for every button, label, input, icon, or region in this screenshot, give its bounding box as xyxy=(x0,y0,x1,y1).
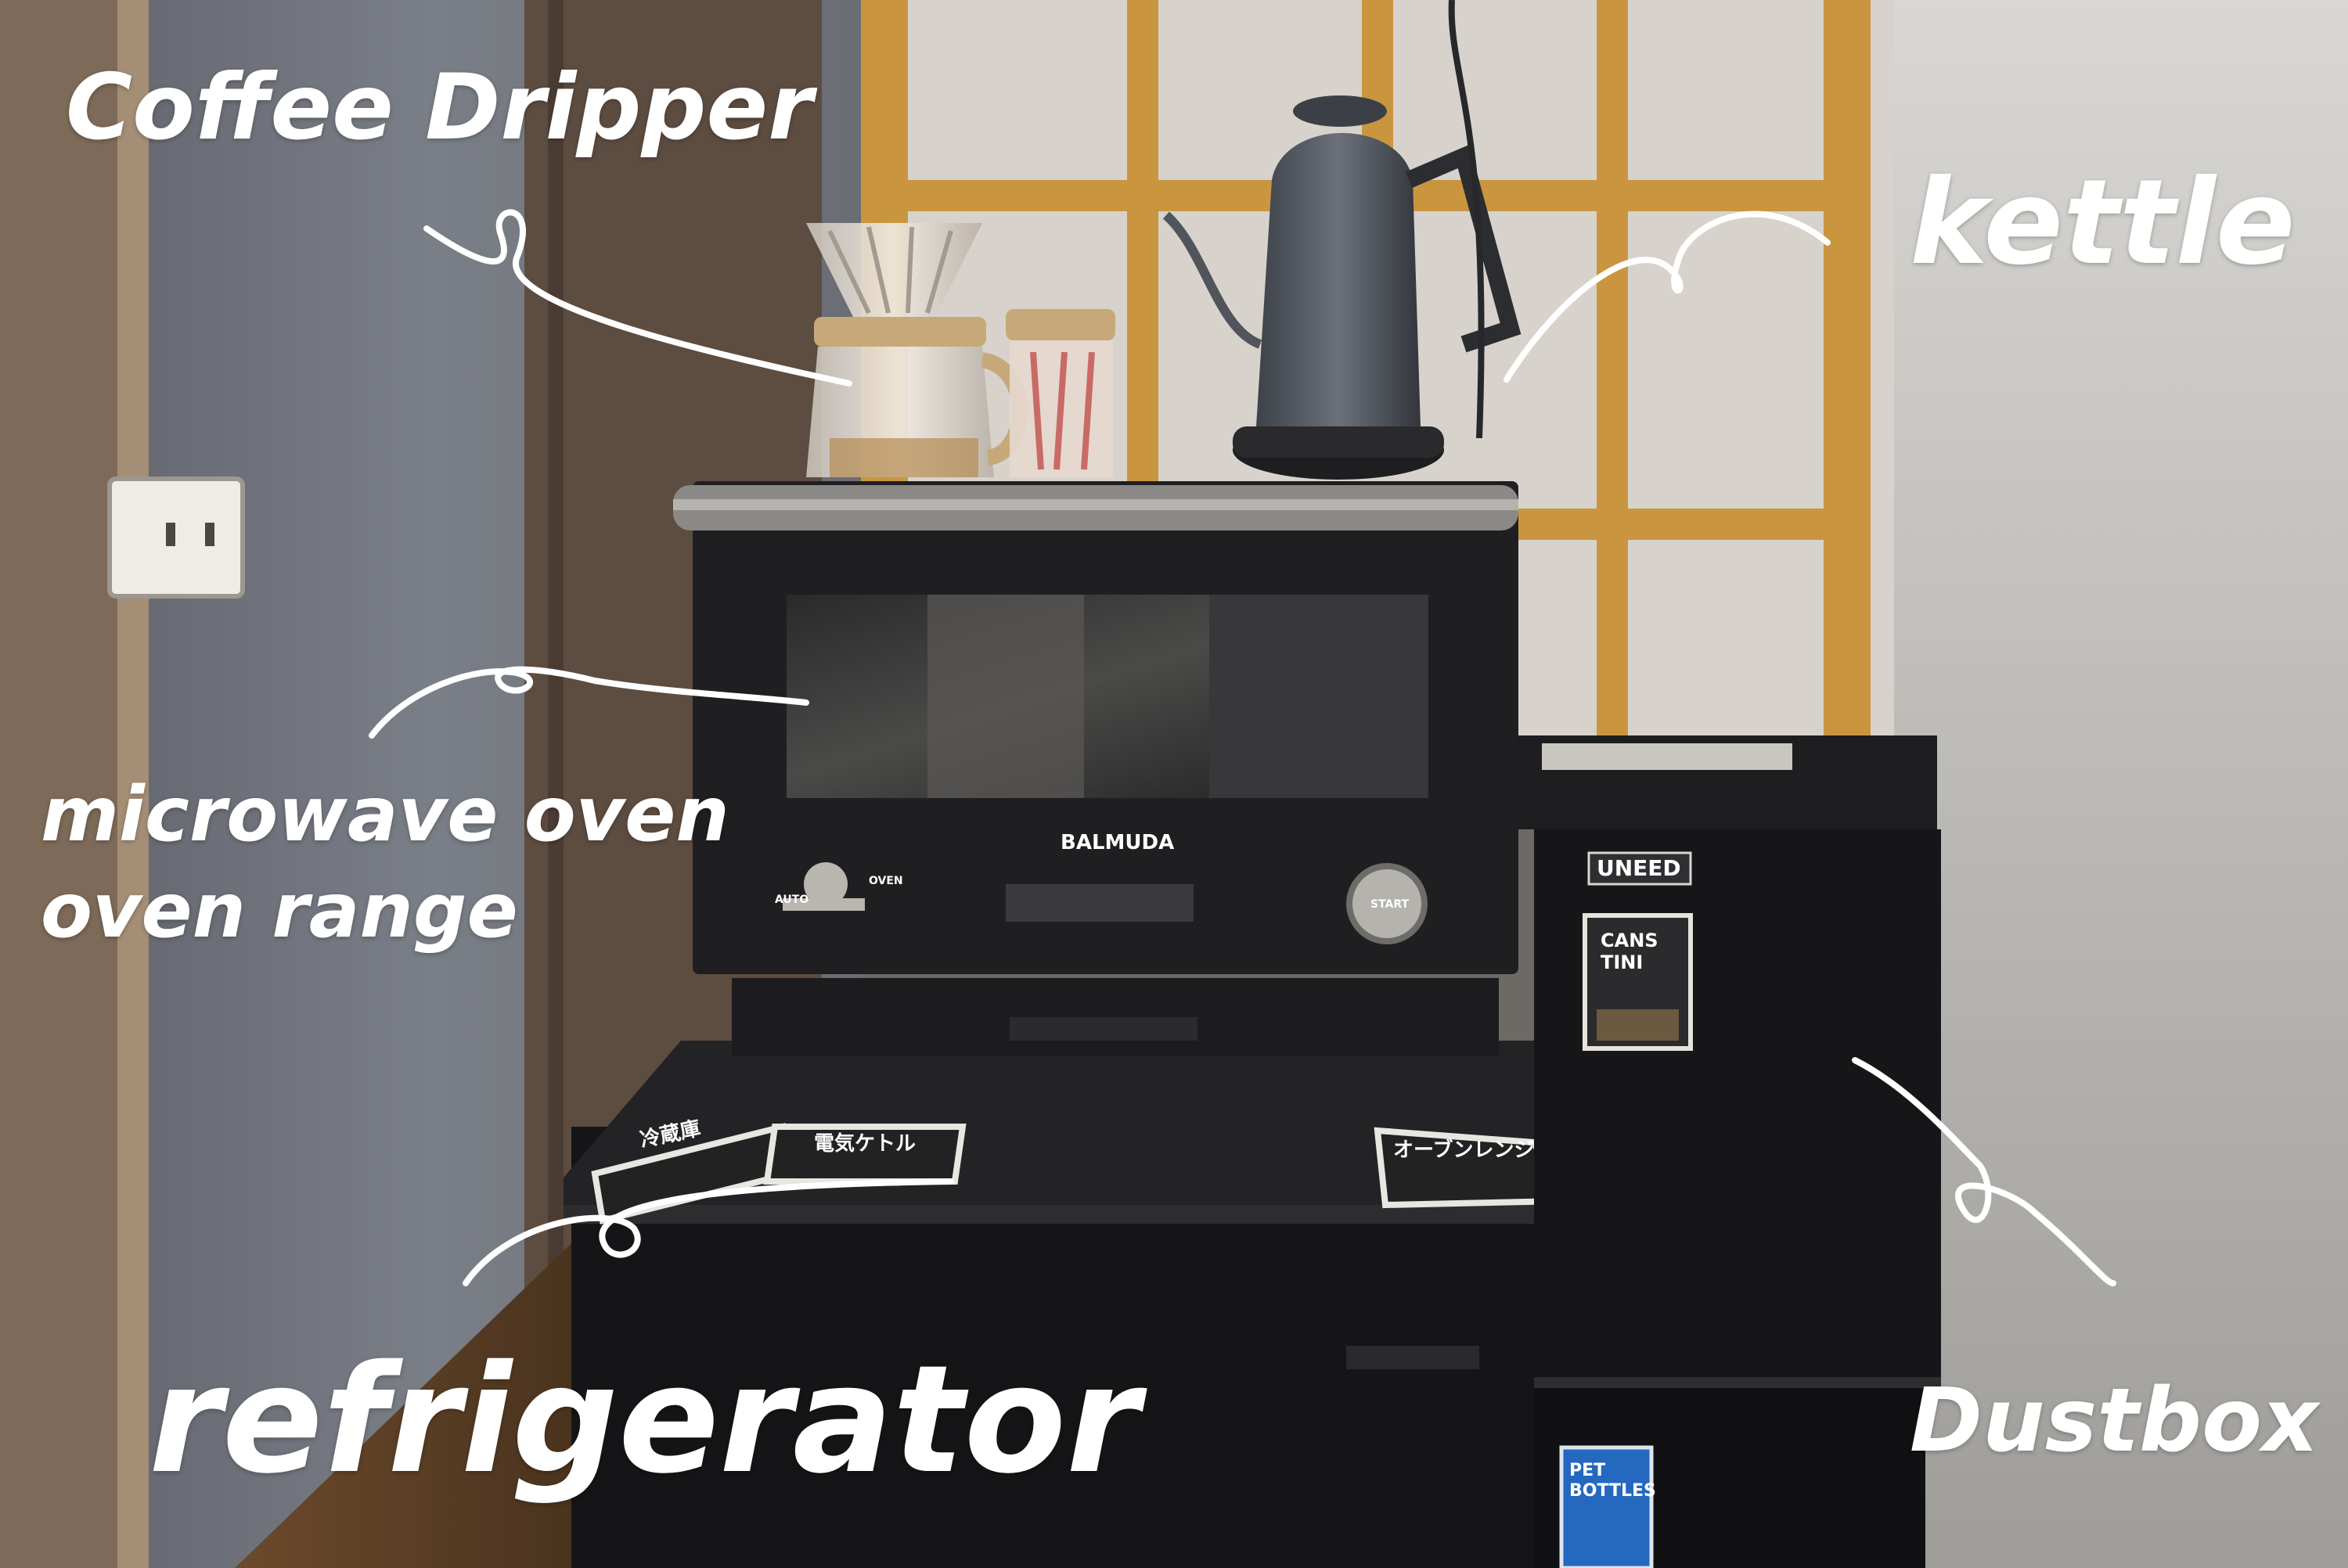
coffee-dripper-label: Coffee Dripper xyxy=(66,55,813,160)
microwave-label-line2: oven range xyxy=(41,866,518,955)
glass-canister xyxy=(1006,309,1115,477)
microwave-label: microwave oven oven range xyxy=(41,767,729,959)
microwave-pointer xyxy=(369,666,809,739)
oven-brand-label: BALMUDA xyxy=(1061,831,1174,854)
bin-s3-text: PET xyxy=(1569,1461,1605,1480)
electric-kettle xyxy=(1162,0,1522,480)
kettle-label: kettle xyxy=(1910,155,2296,291)
fs3-text: オーブンレンジ xyxy=(1393,1138,1534,1162)
bin-s1-text: CANS xyxy=(1601,930,1658,951)
coffee-dripper xyxy=(806,223,1028,477)
kettle-pointer xyxy=(1504,210,1831,383)
dial-oven-text: OVEN xyxy=(869,875,903,887)
bin-s4-text: BOTTLES xyxy=(1569,1481,1656,1501)
bin-s2-text: TINI xyxy=(1601,951,1643,973)
refrigerator-label: refrigerator xyxy=(149,1333,1140,1506)
microwave-label-line1: microwave oven xyxy=(41,771,729,858)
fridge-sticker-right: オーブンレンジ xyxy=(1374,1127,1567,1209)
annotation-lines xyxy=(369,209,2116,1286)
refrigerator-pointer xyxy=(463,1178,954,1286)
dustbox-pointer xyxy=(1852,1057,2116,1286)
dustbox: UNEED CANS TINI PET BOTTLES xyxy=(1518,735,1941,1568)
oven-start-text: START xyxy=(1370,898,1410,911)
bin-brand-label: UNEED xyxy=(1597,855,1681,881)
dial-auto-text: AUTO xyxy=(775,894,808,906)
microwave-oven: BALMUDA AUTO OVEN START xyxy=(673,481,1518,974)
dustbox-label: Dustbox xyxy=(1910,1370,2319,1472)
oven-mode-dial xyxy=(804,862,848,906)
right-wall xyxy=(1863,0,2348,1568)
oven-start-button xyxy=(1346,863,1428,944)
fridge-sticker-middle: 電気ケトル xyxy=(763,1124,967,1185)
coffee-dripper-pointer xyxy=(423,209,852,387)
wall-switch xyxy=(107,477,245,599)
fs2-text: 電気ケトル xyxy=(814,1131,916,1156)
door-frame xyxy=(0,0,117,1568)
